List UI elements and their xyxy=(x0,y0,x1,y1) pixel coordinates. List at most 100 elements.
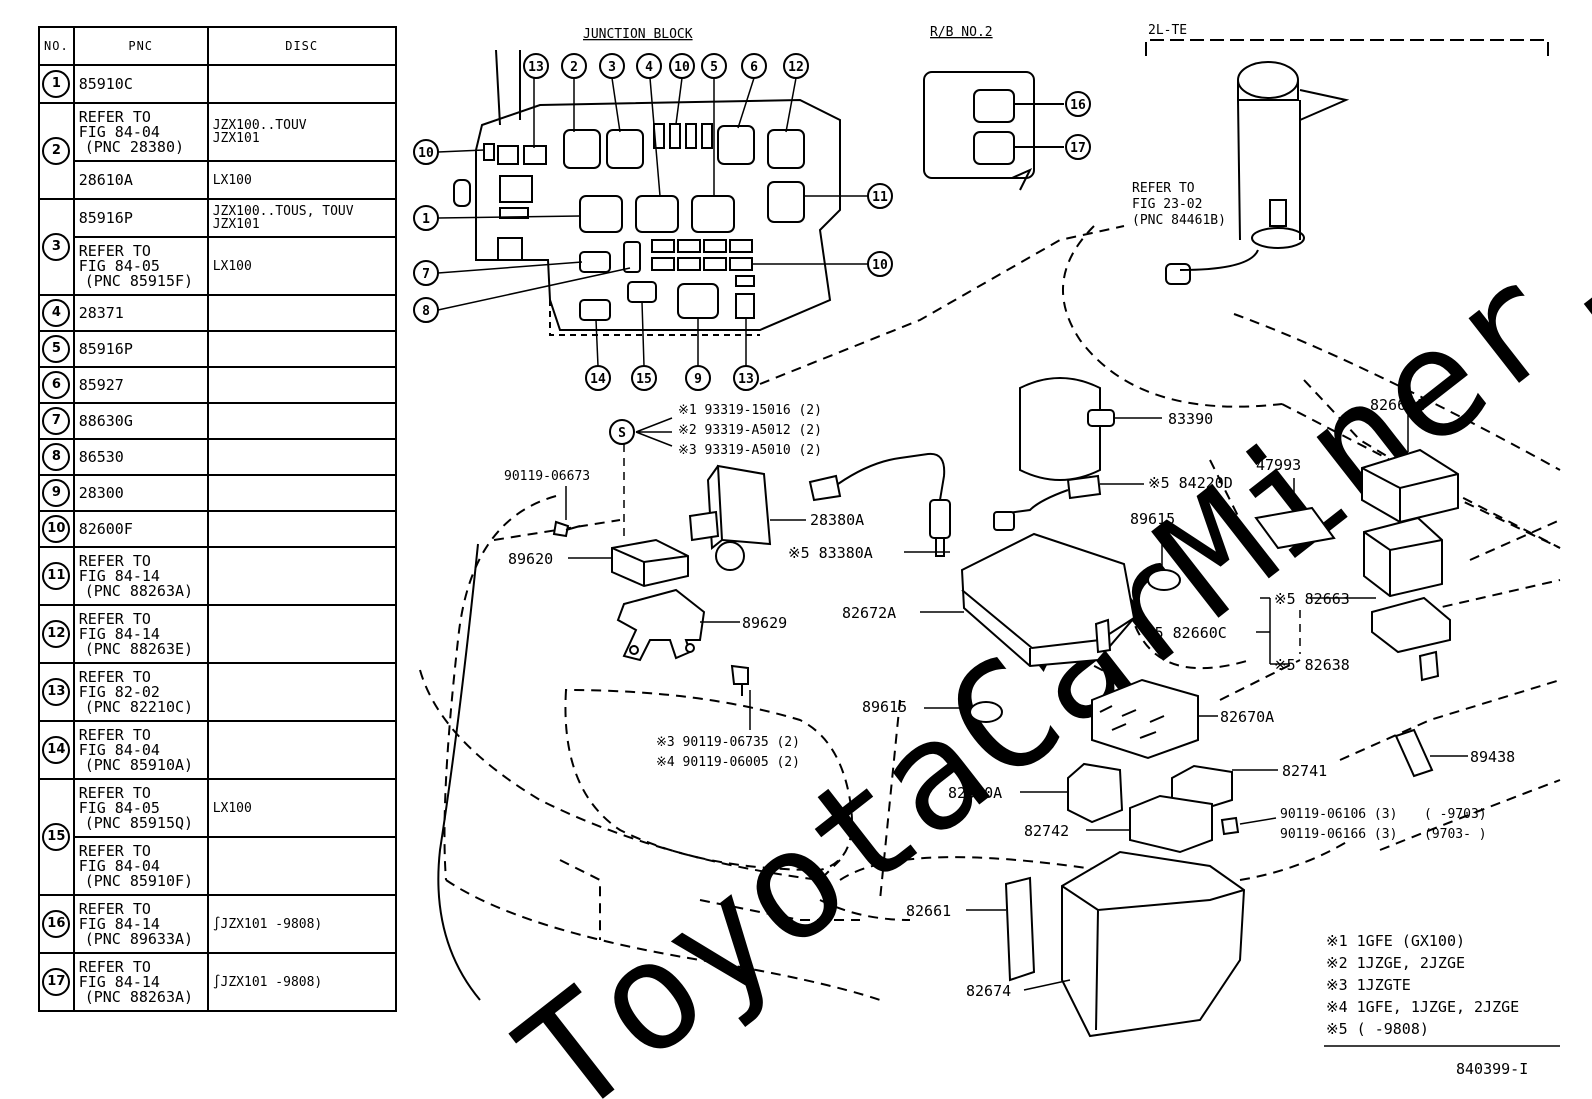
disc-cell: ∫JZX101 -9808) xyxy=(206,952,397,1012)
label-90119-06106-range: ( -9703) xyxy=(1424,807,1487,822)
footnote-4: ※4 1GFE, 1JZGE, 2JZGE xyxy=(1326,998,1519,1016)
callout-8: 8 xyxy=(413,297,439,323)
row-number: 3 xyxy=(42,233,71,261)
row-number: 10 xyxy=(42,515,71,543)
row-number: 11 xyxy=(42,562,71,590)
pnc-line: (PNC 88263A) xyxy=(84,581,194,600)
label-90119-06735: ※3 90119-06735 (2) xyxy=(656,735,800,750)
label-89620: 89620 xyxy=(508,550,553,568)
callout-7: 7 xyxy=(413,260,439,286)
header-pnc: PNC xyxy=(72,26,209,66)
label-90119-06673: 90119-06673 xyxy=(504,469,590,484)
label-89438: 89438 xyxy=(1470,748,1515,766)
row-number-cell: 10 xyxy=(38,510,75,548)
label-82670A: 82670A xyxy=(1220,708,1274,726)
disc-line: JZX101 xyxy=(212,217,260,232)
label-82663: ※5 82663 xyxy=(1274,590,1350,608)
pnc-line: (PNC 28380) xyxy=(84,137,185,156)
svg-text:3: 3 xyxy=(608,60,616,75)
pnc-cell: 28371 xyxy=(72,294,209,332)
pnc-cell: 82600F xyxy=(72,510,209,548)
figure-id: 840399-I xyxy=(1456,1060,1528,1078)
pnc-line: 85910C xyxy=(78,74,133,93)
label-83380A: ※5 83380A xyxy=(788,544,873,562)
pnc-line: FIG 84-04 xyxy=(78,856,160,875)
svg-text:13: 13 xyxy=(738,372,754,387)
label-82672A: 82672A xyxy=(842,604,896,622)
svg-text:12: 12 xyxy=(788,60,804,75)
footnote-1: ※1 1GFE (GX100) xyxy=(1326,932,1465,950)
label-47993: 47993 xyxy=(1256,456,1301,474)
label-82674: 82674 xyxy=(966,982,1011,1000)
row-number-cell: 3 xyxy=(38,198,75,296)
row-number-cell: 11 xyxy=(38,546,75,606)
callout-12: 12 xyxy=(783,53,809,79)
pnc-cell: 28300 xyxy=(72,474,209,512)
label-93319-15016: ※1 93319-15016 (2) xyxy=(678,403,822,418)
label-82660C: ※5 82660C xyxy=(1142,624,1227,642)
disc-line: LX100 xyxy=(212,800,252,816)
pnc-line: (PNC 82210C) xyxy=(84,697,194,716)
pnc-line: REFER TO xyxy=(78,551,151,570)
label-83390: 83390 xyxy=(1168,410,1213,428)
row-number-cell: 1 xyxy=(38,64,75,104)
junction-block-leaders xyxy=(437,77,868,367)
refer-note-line2: FIG 23-02 xyxy=(1132,197,1202,212)
pnc-line: REFER TO xyxy=(78,841,151,860)
disc-cell: ∫JZX101 -9808) xyxy=(206,894,397,954)
row-number-cell: 2 xyxy=(38,102,75,200)
callout-16: 16 xyxy=(1065,91,1091,117)
row-number: 16 xyxy=(42,910,71,938)
pnc-line: 28610A xyxy=(78,170,133,189)
svg-text:9: 9 xyxy=(694,372,702,387)
label-90119-06005: ※4 90119-06005 (2) xyxy=(656,755,800,770)
pnc-line: REFER TO xyxy=(78,725,151,744)
callout-13-bottom: 13 xyxy=(733,365,759,391)
disc-cell xyxy=(206,438,397,476)
label-28380A: 28380A xyxy=(810,511,864,529)
svg-text:11: 11 xyxy=(872,190,888,205)
pnc-line: 86530 xyxy=(78,447,124,466)
part-leader-lines xyxy=(565,412,1560,1047)
footnote-2: ※2 1JZGE, 2JZGE xyxy=(1326,954,1465,972)
pnc-line: FIG 84-05 xyxy=(78,798,160,817)
callout-10-top: 10 xyxy=(669,53,695,79)
pnc-line: 85927 xyxy=(78,375,124,394)
label-82638: ※5 82638 xyxy=(1274,656,1350,674)
pnc-line: (PNC 89633A) xyxy=(84,929,194,948)
disc-cell xyxy=(206,64,397,104)
svg-text:S: S xyxy=(618,426,626,441)
row-number-cell: 4 xyxy=(38,294,75,332)
pnc-line: FIG 84-04 xyxy=(78,740,160,759)
row-number: 2 xyxy=(42,137,71,165)
relay-block-no2-drawing xyxy=(923,71,1064,191)
row-number-cell: 7 xyxy=(38,402,75,440)
disc-cell: LX100 xyxy=(206,160,397,200)
label-90119-06106: 90119-06106 (3) xyxy=(1280,807,1397,822)
label-89629: 89629 xyxy=(742,614,787,632)
pnc-line: REFER TO xyxy=(78,957,151,976)
pnc-line: REFER TO xyxy=(78,609,151,628)
disc-line: JZX100..TOUV xyxy=(212,118,307,133)
label-89615-b: 89615 xyxy=(862,698,907,716)
table-header-row: NO. PNC DISC xyxy=(38,26,397,66)
row-number-cell: 9 xyxy=(38,474,75,512)
pnc-cell: 85916P xyxy=(72,198,209,238)
table-row: 28610A LX100 xyxy=(39,160,397,200)
rb-no2-title: R/B NO.2 xyxy=(930,25,993,40)
pnc-cell: 88630G xyxy=(72,402,209,440)
